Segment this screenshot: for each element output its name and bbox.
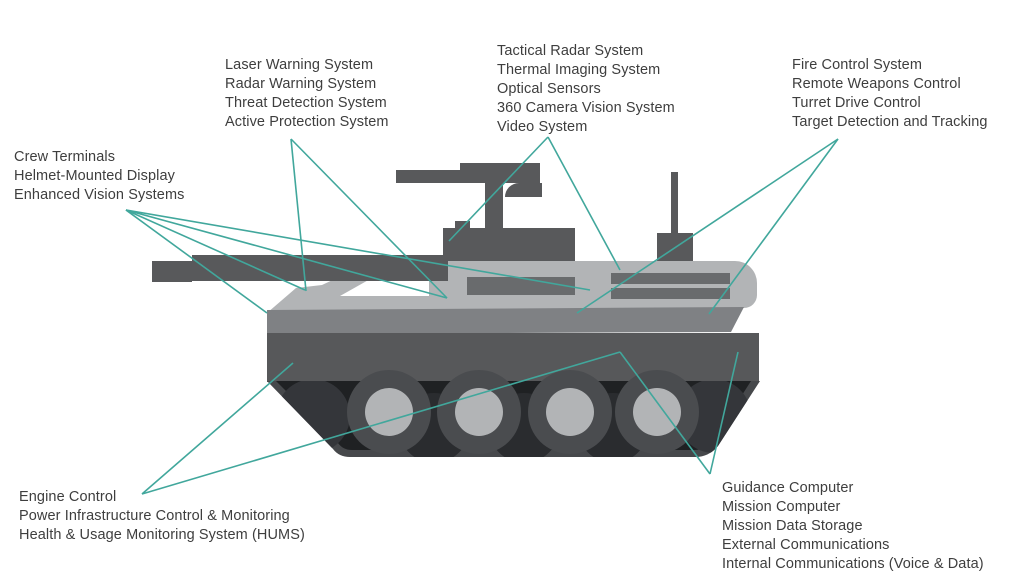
label-line: Laser Warning System bbox=[225, 57, 374, 73]
label-line: Internal Communications (Voice & Data) bbox=[722, 556, 984, 572]
idler-wheel bbox=[276, 381, 350, 453]
label-line: Fire Control System bbox=[792, 57, 923, 73]
deck-hatch bbox=[467, 277, 575, 295]
label-line: Enhanced Vision Systems bbox=[14, 187, 185, 203]
rws-post bbox=[485, 183, 503, 229]
leader-line bbox=[125, 209, 591, 291]
engine-grille bbox=[611, 288, 730, 299]
label-crew-systems: Crew Terminals Helmet-Mounted Display En… bbox=[14, 148, 185, 205]
label-fire-control-systems: Fire Control System Remote Weapons Contr… bbox=[792, 56, 988, 132]
label-line: Health & Usage Monitoring System (HUMS) bbox=[19, 527, 305, 543]
leader-line bbox=[448, 136, 549, 242]
label-line: Crew Terminals bbox=[14, 149, 116, 165]
rws-gun-mount bbox=[505, 183, 542, 197]
label-line: Optical Sensors bbox=[497, 81, 601, 97]
label-line: Guidance Computer bbox=[722, 480, 854, 496]
antenna-mast bbox=[671, 172, 678, 234]
leader-line bbox=[290, 138, 448, 299]
label-line: Power Infrastructure Control & Monitorin… bbox=[19, 508, 290, 524]
label-line: Mission Computer bbox=[722, 499, 841, 515]
label-line: Target Detection and Tracking bbox=[792, 114, 988, 130]
road-wheels bbox=[347, 370, 699, 454]
gun-muzzle bbox=[152, 261, 192, 282]
leader-line bbox=[290, 138, 307, 292]
label-line: External Communications bbox=[722, 537, 890, 553]
remote-weapon-station bbox=[396, 163, 575, 261]
label-line: Helmet-Mounted Display bbox=[14, 168, 175, 184]
rws-gun-barrel bbox=[396, 170, 462, 183]
label-line: Turret Drive Control bbox=[792, 95, 921, 111]
label-protection-systems: Laser Warning System Radar Warning Syste… bbox=[225, 56, 389, 132]
wheel-hub bbox=[633, 388, 681, 436]
wheel-hub bbox=[455, 388, 503, 436]
rws-pedestal bbox=[443, 228, 575, 261]
label-line: Radar Warning System bbox=[225, 76, 377, 92]
label-computing-systems: Guidance Computer Mission Computer Missi… bbox=[722, 479, 984, 574]
label-sensor-systems: Tactical Radar System Thermal Imaging Sy… bbox=[497, 42, 675, 137]
label-line: 360 Camera Vision System bbox=[497, 100, 675, 116]
hull-body bbox=[267, 333, 759, 382]
leader-line bbox=[141, 351, 621, 495]
label-line: Tactical Radar System bbox=[497, 43, 644, 59]
rws-gun-body bbox=[460, 163, 540, 183]
rws-step bbox=[455, 221, 470, 229]
leader-line bbox=[125, 209, 448, 299]
leader-line bbox=[547, 136, 621, 271]
leader-lines bbox=[125, 136, 839, 495]
leader-line bbox=[125, 209, 306, 291]
hull-band bbox=[267, 307, 744, 334]
label-line: Engine Control bbox=[19, 489, 117, 505]
label-line: Mission Data Storage bbox=[722, 518, 863, 534]
label-line: Remote Weapons Control bbox=[792, 76, 961, 92]
label-line: Threat Detection System bbox=[225, 95, 387, 111]
leader-line bbox=[708, 138, 839, 315]
label-powertrain-systems: Engine Control Power Infrastructure Cont… bbox=[19, 488, 305, 545]
leader-line bbox=[709, 351, 739, 475]
engine-grille bbox=[611, 273, 730, 284]
wheel-hub bbox=[546, 388, 594, 436]
leader-line bbox=[141, 362, 294, 495]
label-line: Thermal Imaging System bbox=[497, 62, 661, 78]
label-line: Video System bbox=[497, 119, 588, 135]
leader-line bbox=[576, 138, 839, 314]
wheel-hub bbox=[365, 388, 413, 436]
leader-line bbox=[619, 351, 711, 475]
label-line: Active Protection System bbox=[225, 114, 389, 130]
leader-line bbox=[125, 209, 268, 314]
